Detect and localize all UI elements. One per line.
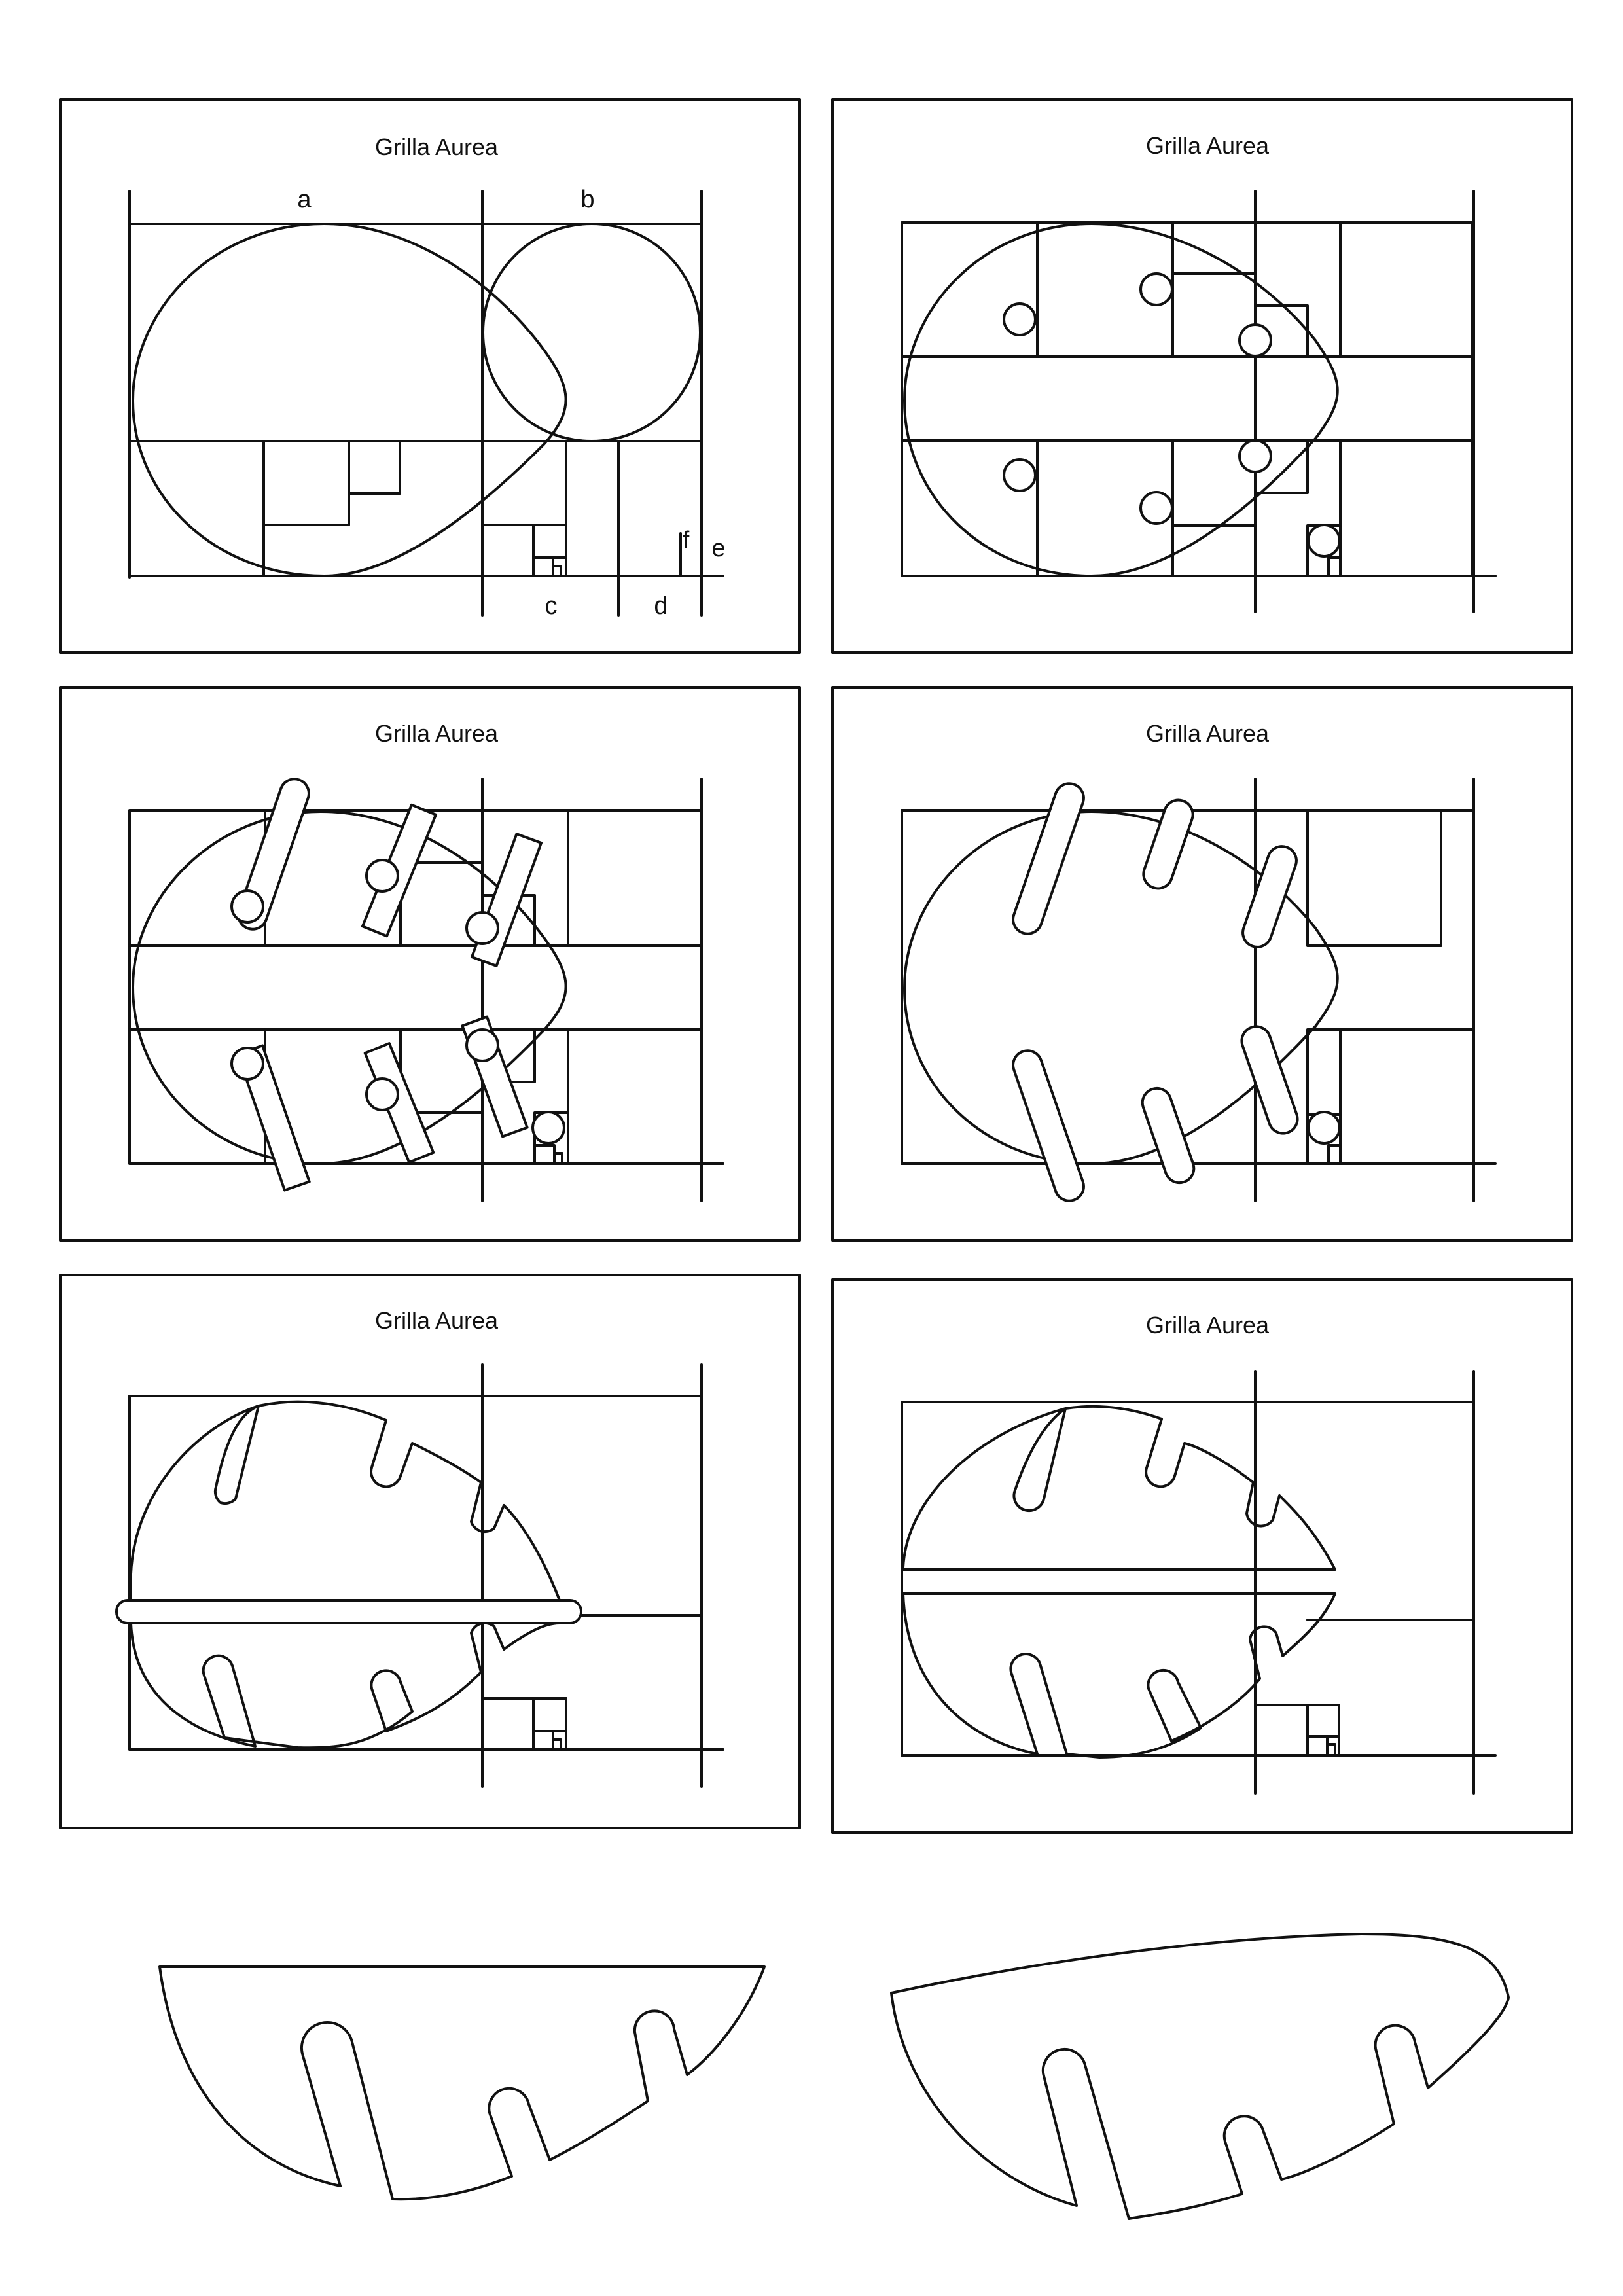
panel-4: Grilla Aurea (831, 686, 1573, 1242)
panel-5-title: Grilla Aurea (375, 1307, 499, 1334)
panel-2-frame (831, 98, 1573, 654)
panel-4-title: Grilla Aurea (1146, 720, 1270, 747)
leaf-half-left (158, 1965, 766, 2201)
label-d: d (654, 592, 668, 620)
panel-3-frame (59, 686, 801, 1242)
label-c: c (545, 592, 558, 620)
panel-3: Grilla Aurea (59, 686, 801, 1242)
panel-6-title: Grilla Aurea (1146, 1312, 1270, 1338)
leaf-half-right (890, 1933, 1510, 2220)
panel-5-grid (115, 1363, 724, 1788)
panel-1-grid (128, 190, 724, 617)
panel-3-title: Grilla Aurea (375, 720, 499, 747)
panel-3-grid (128, 774, 724, 1202)
label-f: f (683, 527, 690, 554)
panel-6: Grilla Aurea (831, 1278, 1573, 1834)
label-e: e (711, 535, 725, 562)
label-a: a (297, 186, 312, 213)
panel-1-frame (59, 98, 801, 654)
label-b: b (580, 186, 594, 213)
panel-5-frame (59, 1274, 801, 1829)
panel-1-title: Grilla Aurea (375, 134, 499, 160)
panel-1: Grilla Aurea a b c (59, 98, 801, 654)
panel-2-title: Grilla Aurea (1146, 132, 1270, 159)
panel-5: Grilla Aurea (59, 1274, 801, 1829)
panel-4-frame (831, 686, 1573, 1242)
panel-2: Grilla Aurea (831, 98, 1573, 654)
panel-2-grid (901, 190, 1497, 613)
panel-6-grid (901, 1370, 1497, 1795)
panel-6-frame (831, 1278, 1573, 1834)
panel-4-grid (901, 778, 1497, 1206)
